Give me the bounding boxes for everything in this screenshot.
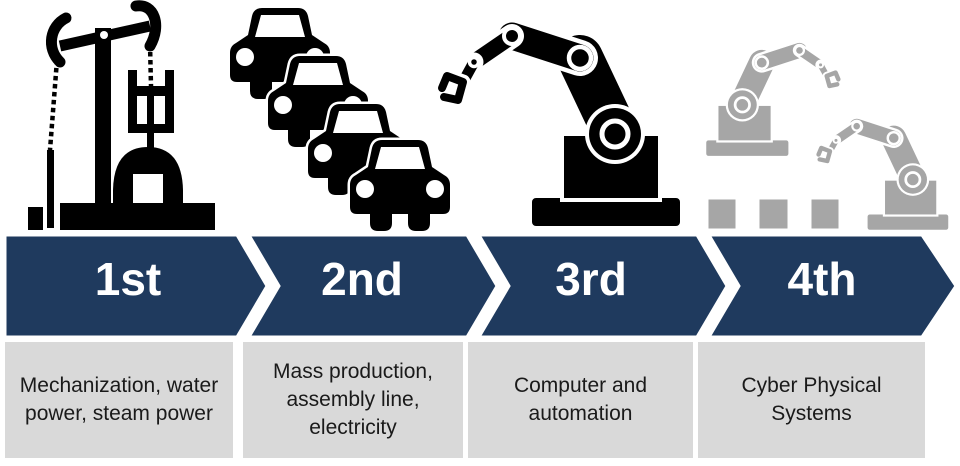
chevron-stage-1 — [3, 233, 269, 339]
chevron-stage-2 — [246, 233, 499, 339]
stage-1-description-box: Mechanization, water power, steam power — [5, 342, 233, 458]
stage-2-label: 2nd — [321, 253, 403, 305]
stage-3-description: Computer and automation — [513, 374, 648, 425]
gray-robot-left-icon — [705, 46, 838, 157]
chevron-stage-4 — [706, 233, 958, 339]
stage-4-description-box: Cyber Physical Systems — [698, 342, 925, 458]
robot-arm-icon — [442, 28, 682, 228]
stage-2-description-box: Mass production, assembly line, electric… — [243, 342, 463, 458]
stage-3-description-box: Computer and automation — [468, 342, 693, 458]
oil-pumpjack-icon — [28, 0, 215, 230]
stage-3-label: 3rd — [555, 253, 627, 305]
chevron-stage-3 — [476, 233, 729, 339]
cyber-physical-robots-icon — [705, 46, 949, 231]
timeline-arrow-band — [3, 233, 958, 339]
stage-2-description: Mass production, assembly line, electric… — [273, 360, 433, 439]
stage-1-label: 1st — [94, 253, 162, 305]
stage-4-label: 4th — [787, 253, 857, 305]
car-queue-icon — [230, 8, 450, 231]
stage-1-description: Mechanization, water power, steam power — [19, 374, 219, 425]
stage-4-description: Cyber Physical Systems — [741, 374, 882, 425]
